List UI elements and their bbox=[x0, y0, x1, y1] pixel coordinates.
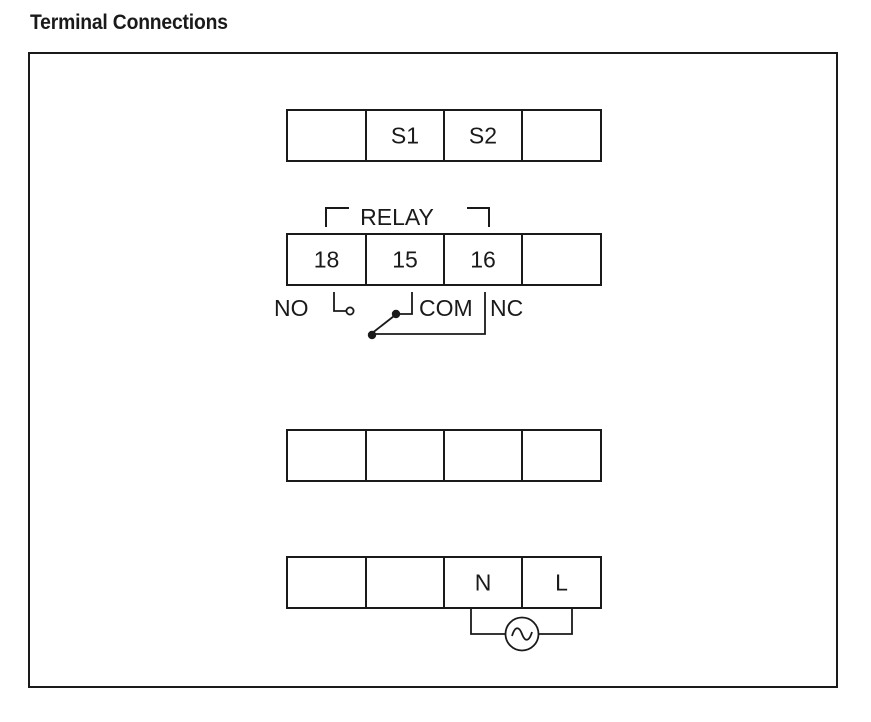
terminal-block-row-3 bbox=[286, 429, 602, 482]
terminal-cell bbox=[521, 556, 602, 609]
com-label: COM bbox=[419, 295, 473, 321]
terminal-cell bbox=[443, 429, 523, 482]
terminal-label: N bbox=[475, 570, 492, 596]
diagram-frame bbox=[28, 52, 838, 688]
terminal-cell bbox=[443, 556, 523, 609]
relay-label: RELAY bbox=[360, 204, 434, 230]
nc-contact-dot bbox=[367, 330, 377, 340]
ac-source-icon bbox=[504, 616, 540, 652]
terminal-cell bbox=[365, 109, 445, 162]
terminal-label: S2 bbox=[469, 123, 497, 149]
terminal-label: 18 bbox=[314, 247, 340, 273]
terminal-cell bbox=[365, 429, 445, 482]
terminal-cell bbox=[365, 233, 445, 286]
no-label: NO bbox=[274, 295, 309, 321]
terminal-cell bbox=[365, 556, 445, 609]
terminal-label: S1 bbox=[391, 123, 419, 149]
terminal-cell bbox=[521, 109, 602, 162]
terminal-label: 15 bbox=[392, 247, 418, 273]
terminal-cell bbox=[286, 556, 367, 609]
terminal-label: 16 bbox=[470, 247, 496, 273]
terminal-cell bbox=[286, 233, 367, 286]
terminal-cell bbox=[443, 109, 523, 162]
com-contact-dot bbox=[391, 309, 401, 319]
terminal-block-row-1: S1 S2 bbox=[286, 109, 602, 162]
terminal-cell bbox=[286, 429, 367, 482]
terminal-cell bbox=[443, 233, 523, 286]
terminal-cell bbox=[521, 429, 602, 482]
terminal-cell bbox=[286, 109, 367, 162]
page-title: Terminal Connections bbox=[30, 11, 228, 34]
relay-contact-wiring bbox=[333, 292, 486, 335]
terminal-block-row-2: 18 15 16 bbox=[286, 233, 602, 286]
ac-source-wiring bbox=[470, 609, 573, 635]
terminal-cell bbox=[521, 233, 602, 286]
relay-bracket bbox=[325, 207, 490, 227]
terminal-label: L bbox=[555, 570, 568, 596]
nc-label: NC bbox=[490, 295, 523, 321]
